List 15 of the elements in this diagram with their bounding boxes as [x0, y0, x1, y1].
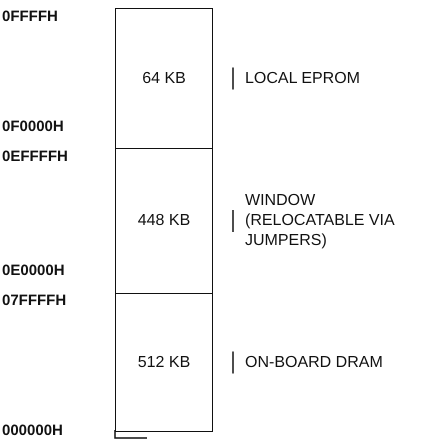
memory-region-box	[115, 293, 213, 432]
region-size: 448 KB	[138, 212, 190, 230]
region-size: 512 KB	[138, 354, 190, 372]
region-description: WINDOW (RELOCATABLE VIA JUMPERS)	[245, 191, 396, 251]
address-label: 0F0000H	[2, 118, 64, 135]
region-description: ON-BOARD DRAM	[245, 352, 384, 372]
region-size: 64 KB	[142, 70, 186, 88]
region-description: LOCAL EPROM	[245, 68, 361, 88]
address-label: 000000H	[2, 422, 63, 439]
address-label: 0EFFFFH	[2, 148, 68, 165]
memory-region-box	[115, 148, 213, 294]
memory-region-box	[115, 8, 213, 149]
address-label: 0FFFFH	[2, 8, 58, 25]
address-label: 0E0000H	[2, 262, 65, 279]
address-label: 07FFFFH	[2, 292, 66, 309]
